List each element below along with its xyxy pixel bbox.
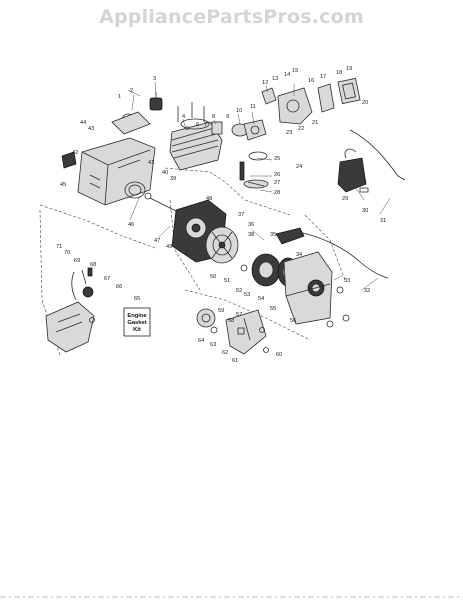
part-label: 56	[290, 318, 296, 324]
starter-housing-part	[283, 251, 350, 328]
assembly-outline-upper	[164, 167, 291, 216]
part-label: 13	[272, 76, 278, 82]
part-label: 21	[312, 120, 318, 126]
part-label: 39	[170, 176, 176, 182]
part-label: 67	[104, 276, 110, 282]
part-label: 42	[72, 150, 78, 156]
part-label: 33	[344, 278, 350, 284]
part-label: 10	[236, 108, 242, 114]
part-label: 19	[346, 66, 352, 72]
part-label: 55	[270, 306, 276, 312]
part-label: 58	[228, 318, 234, 324]
part-label: 44	[80, 120, 86, 126]
handle-guard-part	[45, 267, 95, 353]
part-label: 12	[262, 80, 268, 86]
part-label: 50	[210, 274, 216, 280]
part-label: 26	[274, 172, 280, 178]
part-label: 52	[236, 288, 242, 294]
kit-line-3: Kit	[133, 327, 141, 333]
engine-gasket-kit-box: Engine Gasket Kit	[123, 307, 151, 337]
scan-edge	[0, 596, 463, 598]
watermark-text: AppliancePartsPros.com	[99, 6, 364, 28]
gasket-ring	[124, 181, 146, 199]
part-label: 41	[148, 160, 154, 166]
assembly-outline-left-lower	[39, 209, 61, 356]
part-label: 29	[342, 196, 348, 202]
part-label: 66	[116, 284, 122, 290]
part-label: 57	[236, 312, 242, 318]
part-label: 43	[88, 126, 94, 132]
part-label: 60	[276, 352, 282, 358]
part-label: 16	[308, 78, 314, 84]
spark-plug-wire	[349, 129, 406, 181]
part-label: 45	[60, 182, 66, 188]
kit-line-1: Engine	[127, 313, 147, 319]
part-label: 53	[244, 292, 250, 298]
part-label: 2	[130, 88, 133, 94]
part-label: 70	[64, 250, 70, 256]
part-label: 23	[286, 130, 292, 136]
part-label: 9	[226, 114, 229, 120]
part-label: 20	[362, 100, 368, 106]
part-label: 64	[198, 338, 204, 344]
part-label: 34	[296, 252, 302, 258]
part-label: 69	[74, 258, 80, 264]
part-label: 3	[153, 76, 156, 82]
air-filter-housing-part	[261, 77, 361, 125]
part-label: 6	[196, 122, 199, 128]
intake-parts	[211, 119, 267, 141]
part-label: 62	[222, 350, 228, 356]
part-label: 37	[238, 212, 244, 218]
part-label: 1	[118, 94, 121, 100]
throttle-cable	[297, 231, 389, 279]
part-label: 49	[166, 244, 172, 250]
part-number-labels: 1 2 3 4 5 6 7 8 9 10 11 12 13 14 15 16 1…	[56, 66, 386, 364]
ignition-coil-part	[337, 148, 369, 193]
flywheel-part	[205, 226, 239, 264]
part-label: 22	[298, 126, 304, 132]
assembly-outline-right	[304, 214, 346, 281]
part-label: 32	[364, 288, 370, 294]
part-label: 31	[380, 218, 386, 224]
lower-bracket-parts	[196, 308, 269, 355]
part-label: 8	[212, 114, 215, 120]
part-label: 28	[274, 190, 280, 196]
part-label: 61	[232, 358, 238, 364]
part-label: 11	[250, 104, 256, 110]
part-label: 46	[128, 222, 134, 228]
muffler-cover-part	[61, 111, 156, 206]
part-label: 38	[248, 232, 254, 238]
assembly-outline-mid	[169, 199, 201, 291]
part-label: 27	[274, 180, 280, 186]
part-label: 35	[270, 232, 276, 238]
part-label: 54	[258, 296, 264, 302]
part-label: 47	[154, 238, 160, 244]
assembly-outline-bottom	[184, 289, 311, 341]
part-label: 25	[274, 156, 280, 162]
part-label: 7	[204, 122, 207, 128]
part-label: 15	[292, 68, 298, 74]
part-label: 5	[186, 126, 189, 132]
part-label: 40	[162, 170, 168, 176]
part-label: 63	[210, 342, 216, 348]
part-label: 59	[218, 308, 224, 314]
part-label: 17	[320, 74, 326, 80]
part-label: 24	[296, 164, 302, 170]
leader-lines	[127, 81, 391, 291]
part-label: 14	[284, 72, 290, 78]
part-label: 65	[134, 296, 140, 302]
part-label: 51	[224, 278, 230, 284]
kit-line-2: Gasket	[127, 320, 146, 326]
spark-plug-parts	[239, 151, 269, 189]
part-label: 68	[90, 262, 96, 268]
part-label: 71	[56, 244, 62, 250]
part-label: 18	[336, 70, 342, 76]
part-label: 36	[248, 222, 254, 228]
part-label: 30	[362, 208, 368, 214]
part-label: 48	[206, 196, 212, 202]
assembly-outline-left	[39, 204, 156, 249]
gasket-ring-inner	[128, 184, 142, 196]
part-label: 4	[182, 114, 185, 120]
